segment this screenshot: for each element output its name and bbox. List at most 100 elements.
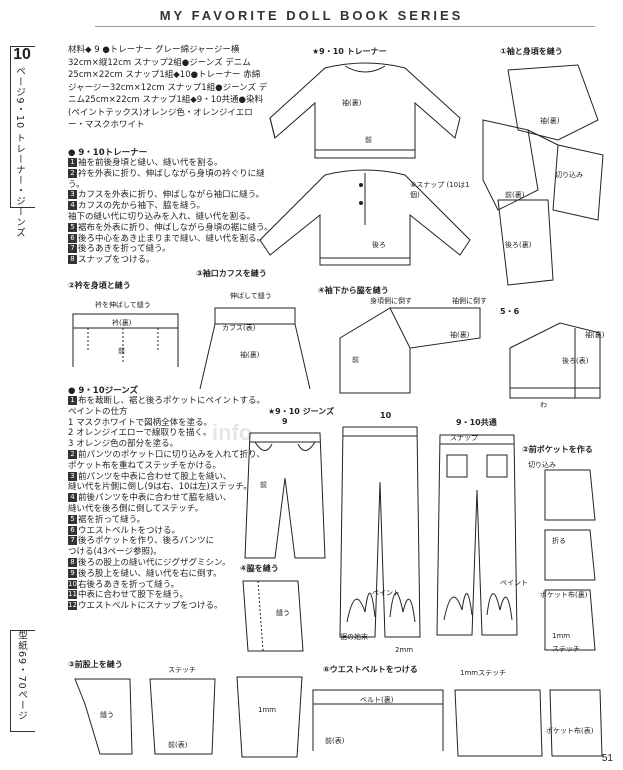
label-front-1: 前 [365,136,372,144]
jeans-step-text: ペイントの仕方 [68,406,128,417]
label-stitch: ステッチ [552,645,580,653]
cuff-illustration [199,307,311,390]
label-sleeve-side: 袖側に倒す [452,297,487,305]
label-paint-1: ペイント [372,589,400,597]
jeans-step-number: 9 [68,568,77,578]
caption-five-six: 5・6 [500,307,520,316]
trainer-flat-illustration [269,62,461,159]
label-stretch-sew: 伸ばして縫う [230,292,272,300]
trainer-step-text: 衿を外表に折り、伸ばしながら身頃の衿ぐりに縫う。 [68,168,265,190]
caption-ten: 10 [380,411,392,420]
trainer-title: ● 9・10トレーナー [68,148,148,158]
jeans-step-text: ウエストベルトにスナップをつける。 [78,601,223,612]
trainer-step-number: 8 [68,255,77,265]
jeans-step-number: 12 [68,601,77,611]
jeans-step: 11中表に合わせて股下を縫う。 [68,590,278,601]
label-sleeve-1: 袖(裏) [342,99,362,107]
label-sew-1: 縫う [276,609,290,617]
label-front-3: 前 [352,356,359,364]
jeans-step-number: 2 [68,449,77,459]
front-rise-illustration [74,678,216,755]
label-mm1: 1mm [552,632,571,640]
jeans-step: 縫い代を片側に倒し(9は右、10は左)ステッチ。 [68,482,278,493]
label-belt-back: ベルト(裏) [360,696,394,704]
label-sleeve-2: 袖(裏) [540,117,560,125]
caption-cuff: ③袖口カフスを縫う [196,269,267,278]
chapter-label: ページ9・10 トレーナー・ジーンズ [14,66,25,239]
trainer-step-text: 袖下の縫い代に切り込みを入れ、縫い代を割る。 [68,211,256,222]
jeans-step-text: つける(43ページ参照)。 [68,547,162,558]
materials-text: 材料◆ 9 ●トレーナー グレー綿ジャージー横32cm×縦12cm スナップ2組… [68,45,268,130]
jeans-step: ペイントの仕方 [68,407,278,418]
trainer-step-number: 5 [68,222,77,232]
label-snap: ⑧スナップ (10は1個) [410,181,470,199]
jeans-title: ● 9・10ジーンズ [68,386,139,396]
label-pocket: ポケット布(表) [546,727,594,735]
label-collar-back: 衿(裏) [112,319,132,327]
jeans-step-text: ウエストベルトをつける。 [78,525,181,536]
jeans-step-text: 2 オレンジイエローで線取りを描く。 [68,428,212,439]
jeans-step: 2 オレンジイエローで線取りを描く。 [68,428,278,439]
jeans-step-text: 前パンツのポケット口に切り込みを入れて折り、 [78,449,265,460]
back-rise-illustration [236,676,303,758]
trainer-step-number: 2 [68,168,77,178]
header-rule [95,26,595,27]
trainer-step-number: 7 [68,244,77,254]
jeans-step-text: 縫い代を後ろ側に倒してステッチ。 [68,503,204,514]
jeans-step-text: 裾を折って縫う。 [78,514,146,525]
series-header: MY FAVORITE DOLL BOOK SERIES [159,8,464,23]
caption-trainer: ★9・10 トレーナー [312,47,387,56]
jeans-step-number: 7 [68,536,77,546]
label-pocket-back: ポケット布(裏) [540,591,588,599]
jeans-step: 縫い代を後ろ側に倒してステッチ。 [68,504,278,515]
label-front-back: 前(裏) [505,191,525,199]
label-back-1: 後ろ [372,241,386,249]
label-mm1-stitch: 1mmステッチ [460,669,507,677]
underarm-illustration [339,307,481,394]
jeans-step-number: 6 [68,525,77,535]
trainer-step-text: カフスの先から袖下、脇を縫う。 [78,201,205,212]
label-front-4: 前 [260,481,267,489]
chapter-number: 10 [13,46,31,63]
trainer-step-number: 4 [68,201,77,211]
caption-collar: ②衿を身頃と縫う [68,281,131,290]
label-collar-stretch: 衿を伸ばして縫う [95,301,151,309]
chapter-tab: 10 ページ9・10 トレーナー・ジーンズ [12,46,32,238]
trainer-step-text: 裾布を外表に折り、伸ばしながら身頃の裾に縫う。 [78,222,273,233]
sleeve-body-illustration [482,64,604,286]
jeans-step-text: 前パンツを中表に合わせて股上を縫い、 [78,471,232,482]
label-cut: 切り込み [555,171,583,179]
caption-side-seam: ④脇を縫う [240,564,279,573]
jeans-step: つける(43ページ参照)。 [68,547,278,558]
trainer-back-illustration [259,169,471,266]
pattern-reference: 型紙69・70ページ [16,630,27,722]
trainer-step-text: 袖を前後身頃と縫い、縫い代を割る。 [78,158,223,168]
label-mm1-2: 1mm [258,706,277,714]
jeans-step: 3 オレンジ色の部分を塗る。 [68,439,278,450]
label-fold: 折る [552,537,566,545]
label-cuff-cloth: カフス(表) [222,324,256,332]
page-number: 51 [601,753,613,764]
jeans10-illustration [339,426,421,638]
trainer-step-text: スナップをつける。 [78,255,155,266]
label-mm2: 2mm [395,646,414,654]
jeans-step-text: 前後パンツを中表に合わせて脇を縫い、 [78,493,232,504]
jeans-step-text: 後ろポケットを作り、後ろパンツに [78,536,215,547]
caption-waistband: ⑥ウエストベルトをつける [323,665,418,674]
trainer-step-number: 3 [68,190,77,200]
label-cut-in: 切り込み [528,461,556,469]
label-front-5: 前(表) [168,741,188,749]
jeans-step-text: 中表に合わせて股下を縫う。 [78,590,188,601]
